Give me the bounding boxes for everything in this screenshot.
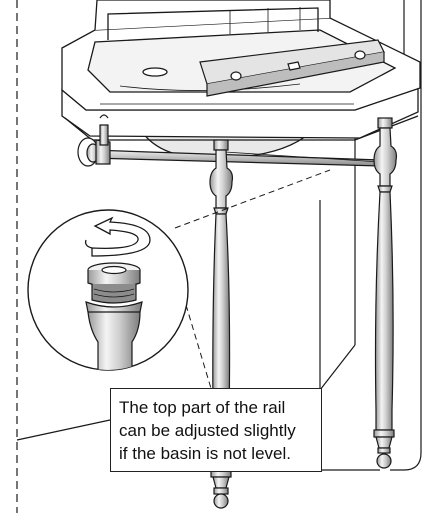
- detail-leader-lines: [174, 169, 331, 396]
- adjustment-note-line-1: The top part of the rail: [119, 398, 286, 417]
- counter-clockwise-arrow-icon: [84, 216, 151, 257]
- adjustment-note: The top part of the rail can be adjusted…: [110, 388, 322, 472]
- basin: [61, 0, 421, 159]
- mounting-bracket: [199, 39, 385, 97]
- magnified-detail: [27, 209, 189, 371]
- wall-bracket: [77, 114, 111, 167]
- adjustment-note-line-3: if the basin is not level.: [119, 444, 291, 463]
- adjustment-note-line-2: can be adjusted slightly: [119, 421, 296, 440]
- towel-rail: [91, 149, 387, 170]
- front-right-leg: [373, 117, 398, 469]
